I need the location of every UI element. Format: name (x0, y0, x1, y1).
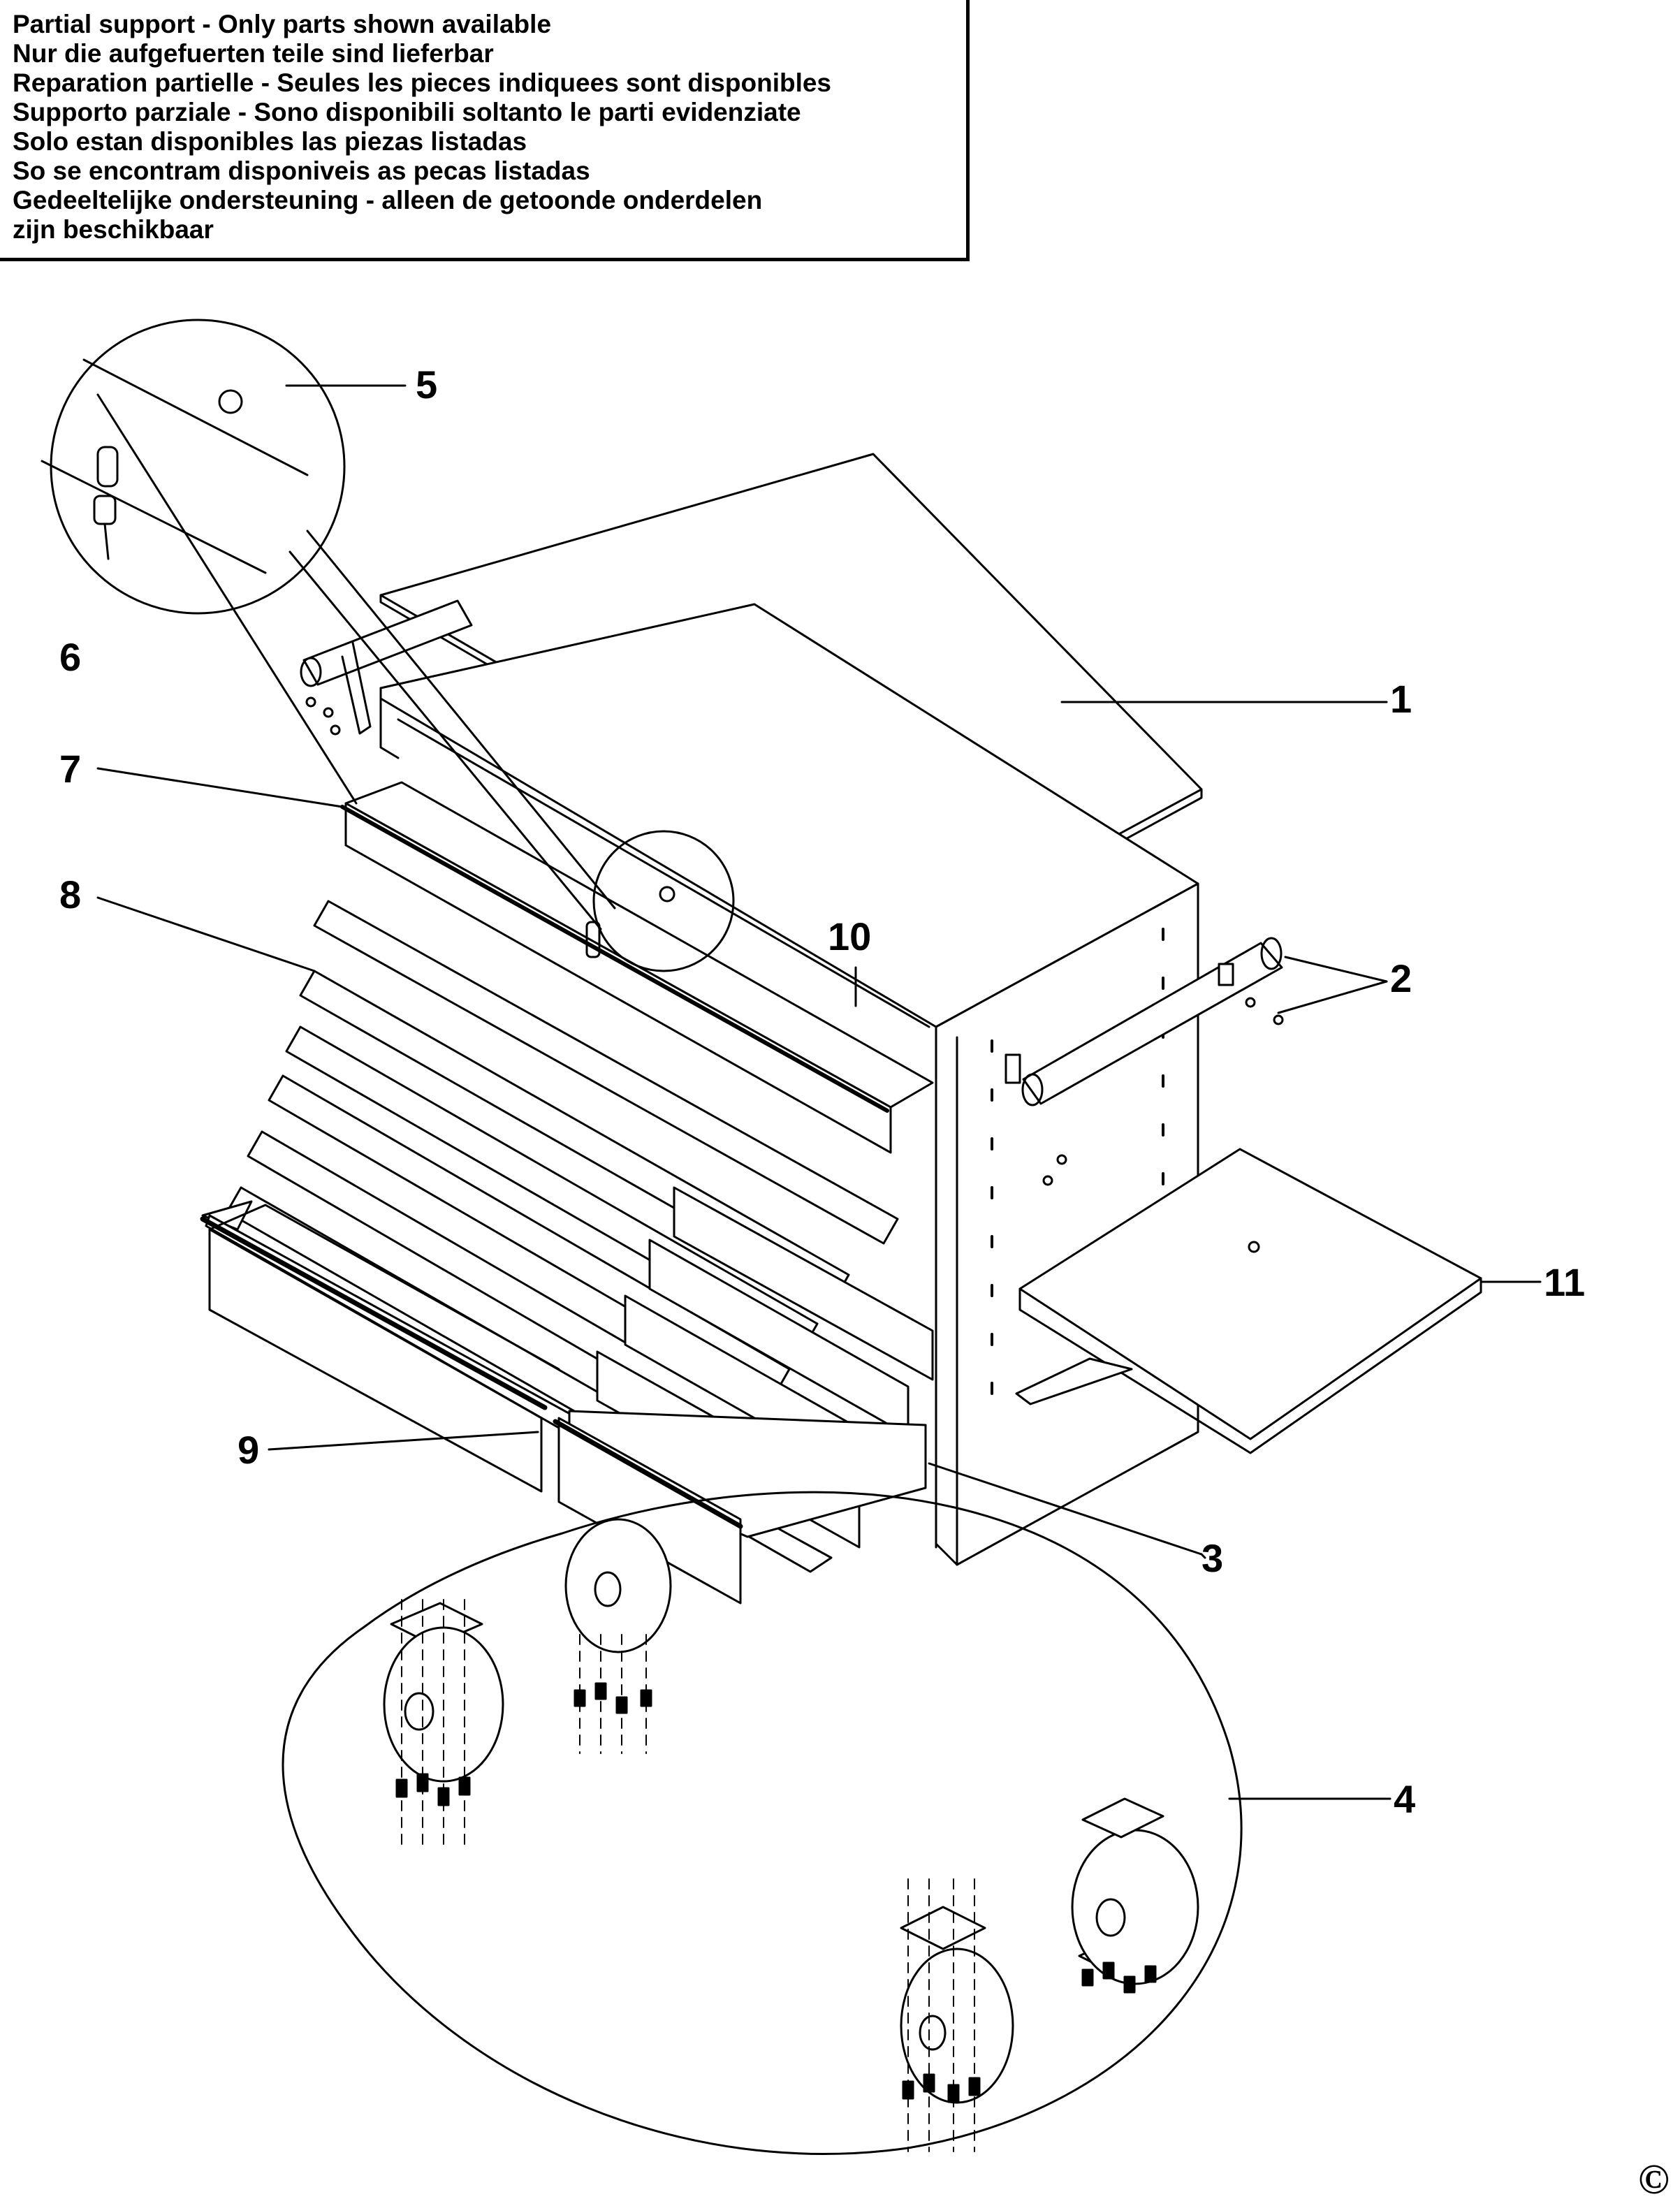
notice-line: Supporto parziale - Sono disponibili sol… (13, 98, 801, 126)
callout-leaders (96, 384, 1542, 1800)
callout-4: 4 (1394, 1777, 1415, 1821)
notice-line: So se encontram disponiveis as pecas lis… (13, 156, 590, 185)
leader-6 (96, 393, 358, 805)
lock-detail (41, 319, 735, 972)
top-drawer (340, 781, 934, 1154)
leader-8 (96, 896, 316, 972)
leader-2b (1277, 980, 1388, 1014)
notice-line: Solo estan disponibles las piezas listad… (13, 127, 527, 156)
callout-2: 2 (1390, 956, 1412, 1000)
notice-line: Partial support - Only parts shown avail… (13, 10, 552, 38)
notice-line: zijn beschikbaar (13, 215, 214, 244)
side-handle (1005, 937, 1284, 1186)
leader-9 (268, 1431, 539, 1451)
partial-support-notice: Partial support - Only parts shown avail… (0, 0, 970, 261)
left-handle (300, 599, 473, 736)
callout-3: 3 (1201, 1536, 1223, 1580)
side-shelf (1015, 1148, 1482, 1454)
leader-3 (928, 1462, 1203, 1556)
cabinet-body (379, 603, 1199, 1566)
casters-group (282, 1491, 1243, 2155)
copyright-symbol: © (1638, 2156, 1670, 2199)
callout-11: 11 (1544, 1260, 1585, 1304)
callout-9: 9 (238, 1428, 259, 1472)
notice-line: Reparation partielle - Seules les pieces… (13, 68, 832, 97)
bolt-heads (395, 1682, 1157, 2103)
callout-6: 6 (59, 635, 81, 679)
callout-7: 7 (59, 747, 81, 791)
leader-7 (96, 767, 344, 808)
leader-2 (1284, 956, 1388, 983)
notice-line: Gedeeltelijke ondersteuning - alleen de … (13, 186, 763, 214)
notice-line: Nur die aufgefuerten teile sind lieferba… (13, 39, 494, 68)
callout-1: 1 (1390, 677, 1412, 721)
callout-5: 5 (416, 363, 437, 407)
callout-8: 8 (59, 872, 81, 916)
caster-wheels (383, 1518, 1199, 2104)
callout-10: 10 (828, 914, 871, 958)
